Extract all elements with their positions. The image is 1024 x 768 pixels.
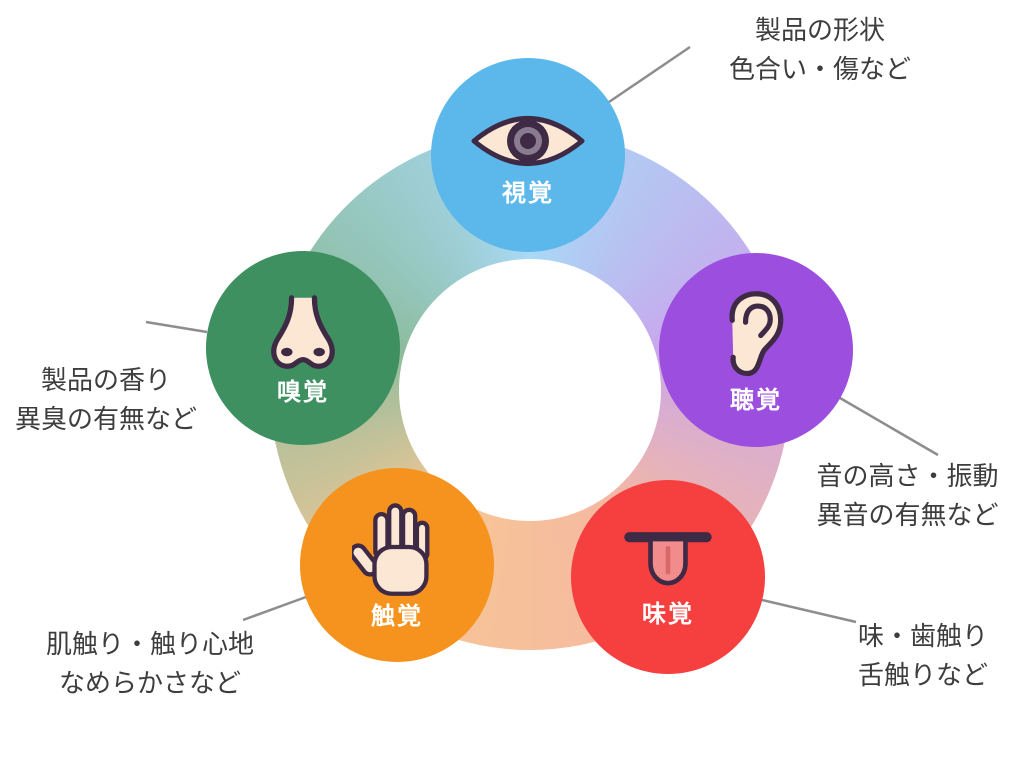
sense-circle-taste: 味覚: [571, 480, 765, 674]
note-taste-line-1: 味・歯触り: [857, 622, 988, 652]
sense-label-taste: 味覚: [642, 599, 694, 628]
sense-label-smell: 嗅覚: [277, 378, 329, 407]
hand-icon: [352, 503, 430, 596]
leader-line-touch: [242, 595, 307, 622]
ear-icon: [729, 291, 784, 377]
note-sight: 製品の形状 色合い・傷など: [675, 12, 965, 90]
sense-circle-hearing: 聴覚: [659, 253, 853, 447]
note-smell-line-2: 異臭の有無など: [14, 405, 197, 435]
note-sight-line-2: 色合い・傷など: [728, 55, 911, 85]
note-smell-line-1: 製品の香り: [40, 366, 171, 396]
nose-icon: [271, 294, 335, 369]
sense-circle-sight: 視覚: [431, 58, 625, 252]
tongue-icon: [624, 532, 712, 586]
sense-label-touch: 触覚: [371, 601, 423, 630]
sense-label-sight: 視覚: [502, 178, 554, 207]
note-touch-line-2: なめらかさなど: [58, 669, 241, 699]
leader-line-hearing: [839, 396, 939, 457]
note-taste-line-2: 舌触りなど: [857, 661, 988, 691]
sense-label-hearing: 聴覚: [730, 386, 782, 414]
ring-hole: [399, 259, 661, 521]
leader-line-smell: [145, 320, 208, 334]
note-taste: 味・歯触り 舌触りなど: [833, 618, 1013, 696]
leader-line-taste: [761, 598, 857, 624]
eye-icon: [471, 115, 585, 166]
note-touch: 肌触り・触り心地 なめらかさなど: [25, 626, 275, 704]
note-touch-line-1: 肌触り・触り心地: [45, 630, 254, 660]
note-hearing-line-1: 音の高さ・振動: [816, 462, 999, 492]
leader-line-sight: [608, 45, 691, 104]
note-sight-line-1: 製品の形状: [754, 16, 885, 46]
note-hearing-line-2: 異音の有無など: [816, 501, 999, 531]
note-hearing: 音の高さ・振動 異音の有無など: [795, 458, 1020, 536]
sense-circle-touch: 触覚: [300, 468, 494, 662]
sense-circle-smell: 嗅覚: [206, 251, 400, 445]
note-smell: 製品の香り 異臭の有無など: [0, 362, 212, 440]
